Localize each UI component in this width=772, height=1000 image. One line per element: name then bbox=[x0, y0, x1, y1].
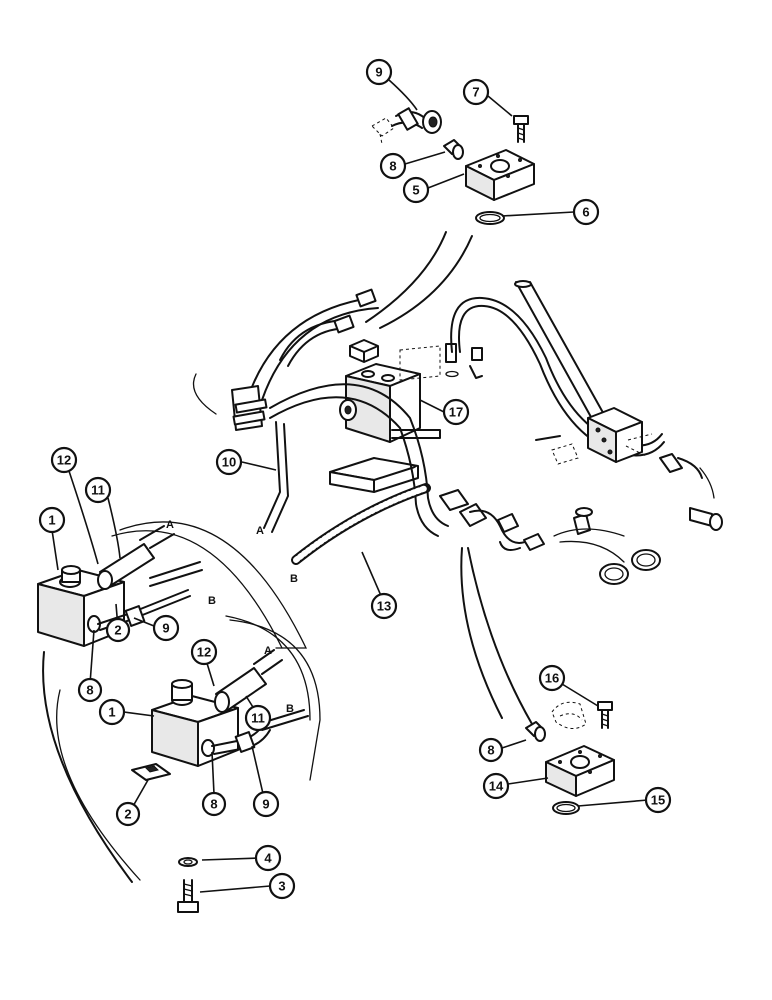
main-manifold bbox=[329, 339, 483, 493]
callout-9-top: 9 bbox=[365, 58, 393, 86]
svg-text:2: 2 bbox=[124, 807, 131, 822]
svg-text:11: 11 bbox=[251, 711, 265, 726]
bottom-block-assembly bbox=[525, 701, 615, 815]
bolt-washer bbox=[177, 857, 199, 913]
svg-text:13: 13 bbox=[377, 599, 391, 614]
svg-text:8: 8 bbox=[487, 743, 494, 758]
svg-text:1: 1 bbox=[108, 705, 115, 720]
svg-text:14: 14 bbox=[489, 779, 504, 794]
callout-2-lower: 2 bbox=[115, 801, 141, 827]
svg-text:2: 2 bbox=[114, 623, 121, 638]
callout-8-top: 8 bbox=[379, 152, 407, 180]
svg-text:16: 16 bbox=[545, 671, 559, 686]
svg-text:12: 12 bbox=[197, 645, 211, 660]
hose-tag-a-left: A bbox=[256, 525, 264, 537]
svg-text:9: 9 bbox=[375, 65, 382, 80]
right-side-parts bbox=[514, 280, 723, 585]
callout-17: 17 bbox=[442, 398, 470, 426]
svg-text:9: 9 bbox=[162, 621, 169, 636]
callout-15: 15 bbox=[644, 786, 672, 814]
callout-1-lower: 1 bbox=[98, 698, 126, 726]
callout-11-lower: 11 bbox=[244, 704, 272, 732]
callout-8-upper: 8 bbox=[77, 677, 103, 703]
callout-9-upper: 9 bbox=[152, 614, 180, 642]
svg-text:8: 8 bbox=[210, 797, 217, 812]
svg-text:8: 8 bbox=[86, 683, 93, 698]
hose-tag-b-left: B bbox=[290, 573, 298, 585]
callout-8-bottom: 8 bbox=[478, 737, 504, 763]
hose-tag-b-valve2: B bbox=[286, 703, 294, 715]
solenoid-valve-lower bbox=[131, 649, 309, 781]
callout-12-lower: 12 bbox=[190, 638, 218, 666]
svg-text:10: 10 bbox=[222, 455, 236, 470]
callout-1-upper: 1 bbox=[38, 506, 66, 534]
svg-text:9: 9 bbox=[262, 797, 269, 812]
svg-text:1: 1 bbox=[48, 513, 55, 528]
callout-14: 14 bbox=[482, 772, 510, 800]
callout-12-upper: 12 bbox=[50, 446, 78, 474]
callout-8-lower: 8 bbox=[201, 791, 227, 817]
callout-4: 4 bbox=[254, 844, 282, 872]
svg-text:7: 7 bbox=[472, 85, 479, 100]
svg-text:12: 12 bbox=[57, 453, 71, 468]
svg-text:6: 6 bbox=[582, 205, 589, 220]
callout-11-upper: 11 bbox=[84, 476, 112, 504]
svg-text:15: 15 bbox=[651, 793, 665, 808]
svg-text:8: 8 bbox=[389, 159, 396, 174]
callout-10: 10 bbox=[215, 448, 243, 476]
callout-5: 5 bbox=[402, 176, 430, 204]
hoses bbox=[192, 288, 665, 565]
callout-6: 6 bbox=[572, 198, 600, 226]
callout-7: 7 bbox=[462, 78, 490, 106]
svg-text:11: 11 bbox=[91, 483, 105, 498]
callout-2-upper: 2 bbox=[105, 617, 131, 643]
hose-tag-a-valve1: A bbox=[166, 519, 174, 531]
callout-16: 16 bbox=[538, 664, 566, 692]
hose-tag-b-valve1: B bbox=[208, 595, 216, 607]
callout-9-lower: 9 bbox=[252, 790, 280, 818]
svg-text:3: 3 bbox=[278, 879, 285, 894]
svg-text:4: 4 bbox=[264, 851, 272, 866]
svg-text:5: 5 bbox=[412, 183, 419, 198]
top-block-assembly bbox=[371, 107, 535, 225]
hose-tag-a-valve2: A bbox=[264, 645, 272, 657]
callout-13: 13 bbox=[370, 592, 398, 620]
svg-text:17: 17 bbox=[449, 405, 463, 420]
callout-3: 3 bbox=[268, 872, 296, 900]
